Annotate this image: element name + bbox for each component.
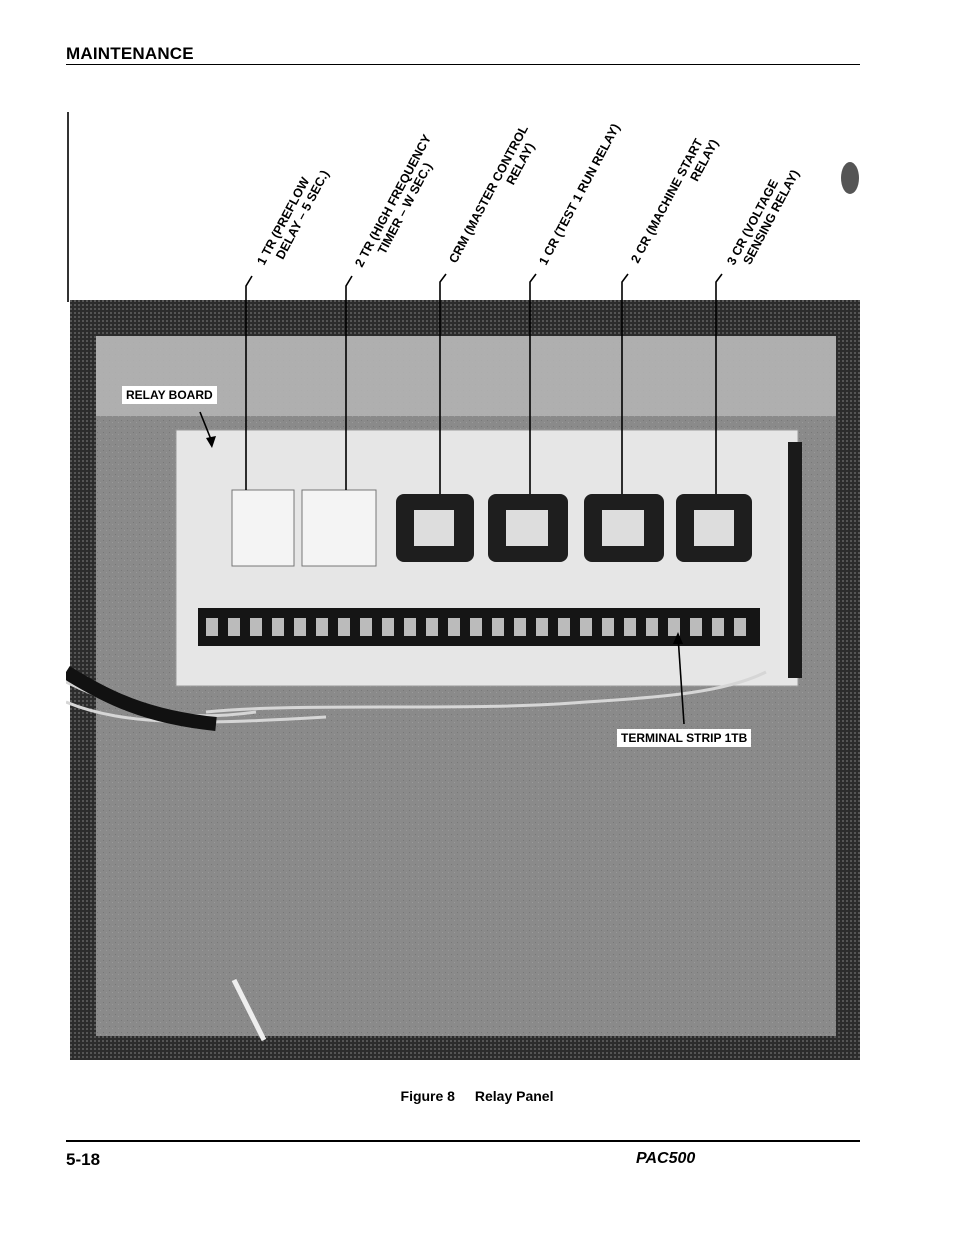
page-number: 5-18 <box>66 1150 101 1169</box>
svg-text:2 CR (MACHINE START: 2 CR (MACHINE START <box>628 136 706 265</box>
relay-1cr <box>488 494 568 562</box>
figure-title: Relay Panel <box>474 1088 554 1104</box>
callout-1cr: 1 CR (TEST 1 RUN RELAY) <box>536 121 622 267</box>
terminal-strip-1tb <box>198 608 760 646</box>
footer-rule <box>66 1140 860 1142</box>
figure-caption: Figure 8 Relay Panel <box>0 1088 954 1104</box>
svg-text:2 TR (HIGH FREQUENCY: 2 TR (HIGH FREQUENCY <box>352 132 434 270</box>
figure-number: Figure 8 <box>400 1088 455 1104</box>
terminal-strip-label: TERMINAL STRIP 1TB <box>617 729 752 747</box>
callout-3cr: 3 CR (VOLTAGE SENSING RELAY) <box>724 168 802 268</box>
relay-2tr <box>301 489 377 567</box>
relay-2cr <box>584 494 664 562</box>
document-id: PAC500 <box>636 1150 696 1167</box>
callout-leaders <box>245 273 723 725</box>
relay-board-arrow-icon <box>199 411 216 448</box>
relay-3cr <box>676 494 752 562</box>
mounting-hole <box>841 162 859 194</box>
callout-2cr: 2 CR (MACHINE START RELAY) <box>628 136 721 265</box>
callout-crm: CRM (MASTER CONTROL RELAY) <box>446 122 537 265</box>
callout-1tr: 1 TR (PREFLOW DELAY – 5 SEC.) <box>254 168 332 267</box>
relay-1tr <box>231 489 295 567</box>
header-rule <box>66 64 860 65</box>
svg-text:1 CR (TEST 1 RUN RELAY): 1 CR (TEST 1 RUN RELAY) <box>536 121 622 267</box>
relay-crm <box>396 494 474 562</box>
callout-2tr: 2 TR (HIGH FREQUENCY TIMER – W SEC.) <box>352 132 435 270</box>
svg-text:CRM (MASTER CONTROL: CRM (MASTER CONTROL <box>446 122 531 265</box>
relay-board-label: RELAY BOARD <box>122 386 217 404</box>
relay-panel-figure: 1 TR (PREFLOW DELAY – 5 SEC.) 2 TR (HIGH… <box>62 112 860 1062</box>
section-title: MAINTENANCE <box>66 44 194 63</box>
